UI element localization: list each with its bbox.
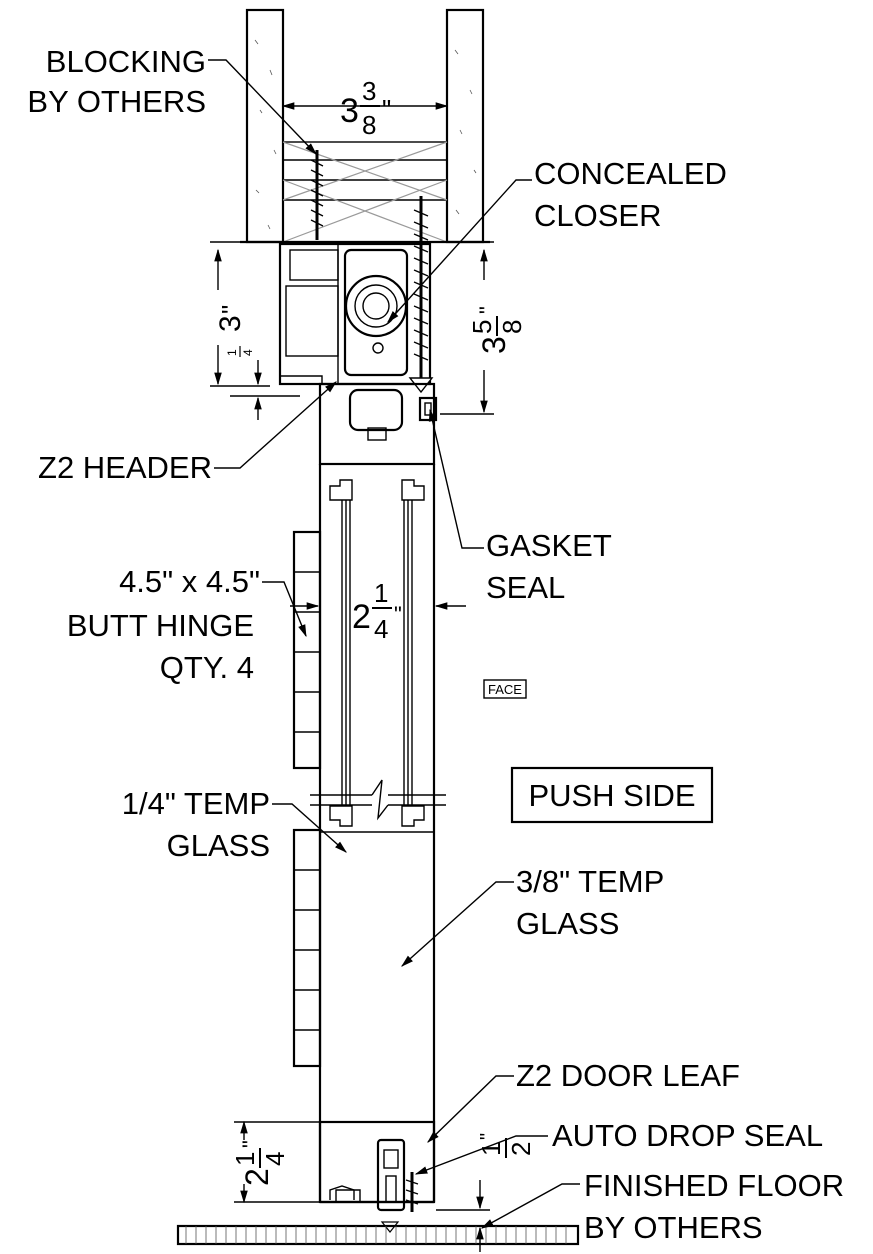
label-auto-drop-seal: AUTO DROP SEAL [552, 1118, 823, 1153]
dim-door-thickness: 2 1 4 " [290, 578, 466, 644]
concealed-closer [343, 248, 409, 441]
label-concealed-closer-line2: CLOSER [534, 198, 661, 233]
dim-blocking-width: 3 3 8 " [281, 76, 449, 140]
dim-blocking-num: 3 [362, 76, 376, 106]
push-side-text: PUSH SIDE [528, 778, 695, 813]
label-gasket-line2: SEAL [486, 570, 565, 605]
label-floor-line1: FINISHED FLOOR [584, 1168, 844, 1203]
dim-door-den: 4 [374, 614, 388, 644]
label-38-glass-line2: GLASS [516, 906, 619, 941]
label-z2-header: Z2 HEADER [38, 450, 212, 485]
label-floor-line2: BY OTHERS [584, 1210, 763, 1245]
label-hinge-line3: QTY. 4 [160, 650, 254, 685]
dim-door-num: 1 [374, 578, 388, 608]
label-blocking-line2: BY OTHERS [27, 84, 206, 119]
dim-floor-den: 2 [506, 1142, 536, 1156]
dim-floor-num: 1 [476, 1142, 506, 1156]
break-line [310, 779, 446, 821]
dim-overall-unit: " [475, 306, 500, 314]
dim-gap-den: 4 [241, 349, 255, 356]
leader-lines [208, 59, 580, 1229]
label-concealed-closer-line1: CONCEALED [534, 156, 727, 191]
dim-blocking-den: 8 [362, 110, 376, 140]
dim-header-gap: 1 4 [225, 346, 300, 420]
stud-speckle [254, 39, 477, 230]
dim-overall-den: 8 [497, 320, 527, 334]
label-quarter-glass-line1: 1/4" TEMP [122, 786, 270, 821]
dim-header-unit: " [216, 305, 246, 314]
dim-header-height: 3 " [210, 241, 270, 387]
label-38-glass-line1: 3/8" TEMP [516, 864, 664, 899]
z2-door-leaf [318, 382, 436, 1204]
glass-quarter-inch [341, 500, 351, 806]
dim-header-overall: 3 5 8 " [440, 241, 527, 415]
dim-rail-den: 4 [260, 1152, 290, 1166]
label-hinge-line1: 4.5" x 4.5" [119, 564, 260, 599]
dim-floor-unit: " [477, 1133, 499, 1140]
finished-floor [176, 1224, 580, 1246]
dim-header-whole: 3 [214, 315, 247, 332]
dim-floor-gap: 1 2 " [436, 1133, 536, 1252]
dim-rail-unit: " [238, 1140, 263, 1148]
butt-hinge-lower [292, 828, 322, 1068]
dim-overall-num: 5 [467, 320, 497, 334]
dim-bottom-rail: 2 1 4 " [230, 1120, 320, 1204]
label-quarter-glass-line2: GLASS [167, 828, 270, 863]
dim-rail-whole: 2 [239, 1168, 275, 1186]
push-side-box: PUSH SIDE [510, 766, 714, 824]
dim-overall-whole: 3 [476, 336, 512, 354]
screw-blocking [310, 150, 324, 240]
label-blocking-line1: BLOCKING [46, 44, 206, 79]
dim-gap-num: 1 [225, 349, 239, 356]
dim-rail-num: 1 [230, 1152, 260, 1166]
glass-three-eighth-inch [403, 500, 413, 806]
face-tag: FACE [483, 679, 527, 699]
label-gasket-line1: GASKET [486, 528, 612, 563]
dim-blocking-whole: 3 [340, 92, 359, 130]
dim-door-whole: 2 [352, 598, 371, 636]
dim-door-unit: " [394, 602, 402, 627]
label-hinge-line2: BUTT HINGE [67, 608, 254, 643]
butt-hinge-upper [292, 530, 322, 770]
face-tag-text: FACE [488, 682, 522, 697]
dim-blocking-unit: " [382, 94, 391, 124]
auto-drop-seal [376, 1138, 419, 1233]
label-z2-door-leaf: Z2 DOOR LEAF [516, 1058, 740, 1093]
